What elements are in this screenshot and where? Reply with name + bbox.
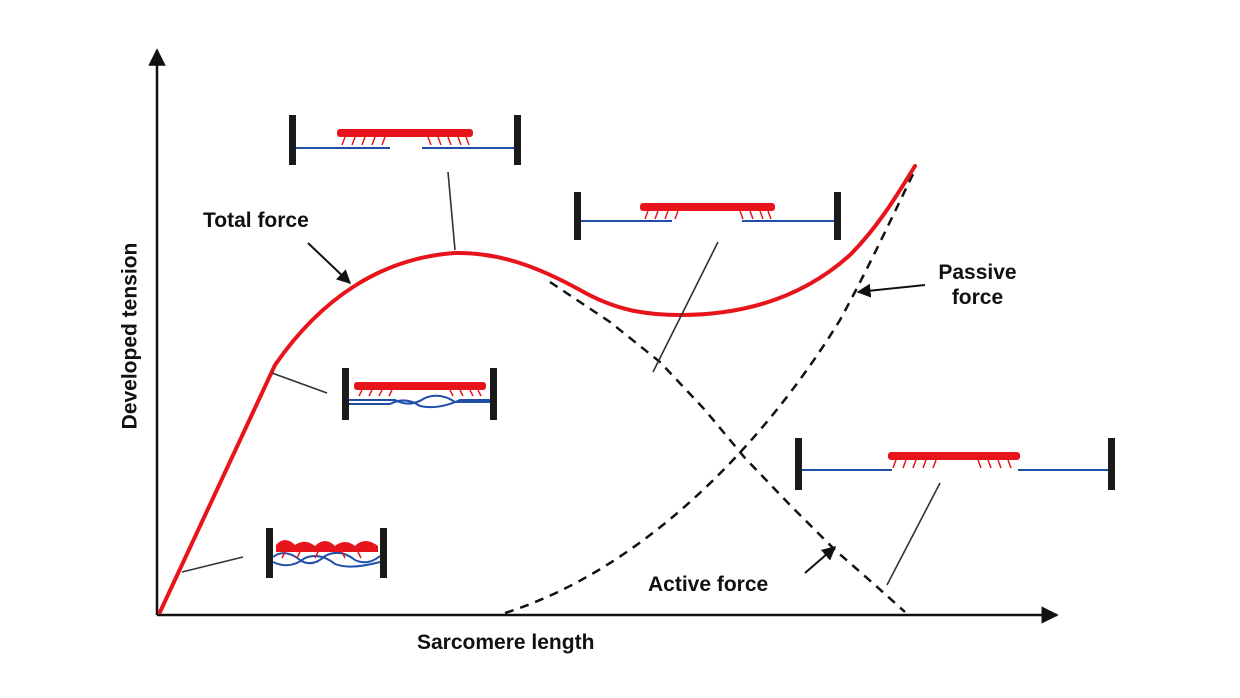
passive-force-arrow: [856, 283, 926, 298]
leader-overstretched: [886, 482, 941, 586]
passive-force-label-line1: Passive: [938, 261, 1017, 284]
leader-optimal: [447, 171, 456, 251]
active-force-arrow: [804, 546, 837, 574]
total-force-curve: [158, 164, 917, 614]
passive-force-curve: [504, 169, 917, 615]
passive-force-label-line2: force: [951, 286, 1004, 310]
x-axis-label: Sarcomere length: [417, 631, 595, 654]
sarcomere-stretched-icon: [574, 192, 841, 240]
leader-short: [271, 372, 328, 394]
passive-force-label: Passive force: [930, 260, 1025, 310]
active-force-label: Active force: [648, 573, 769, 596]
y-axis-label: Developed tension: [118, 242, 142, 430]
leader-very-short: [181, 556, 244, 573]
sarcomere-overstretched-icon: [795, 438, 1115, 490]
total-force-label: Total force: [203, 209, 309, 232]
sarcomere-short-icon: [342, 368, 497, 420]
sarcomere-very-short-icon: [266, 528, 387, 578]
total-force-arrow: [307, 242, 352, 284]
active-force-curve: [549, 280, 906, 613]
sarcomere-optimal-icon: [289, 115, 521, 165]
leader-stretched: [652, 241, 719, 373]
